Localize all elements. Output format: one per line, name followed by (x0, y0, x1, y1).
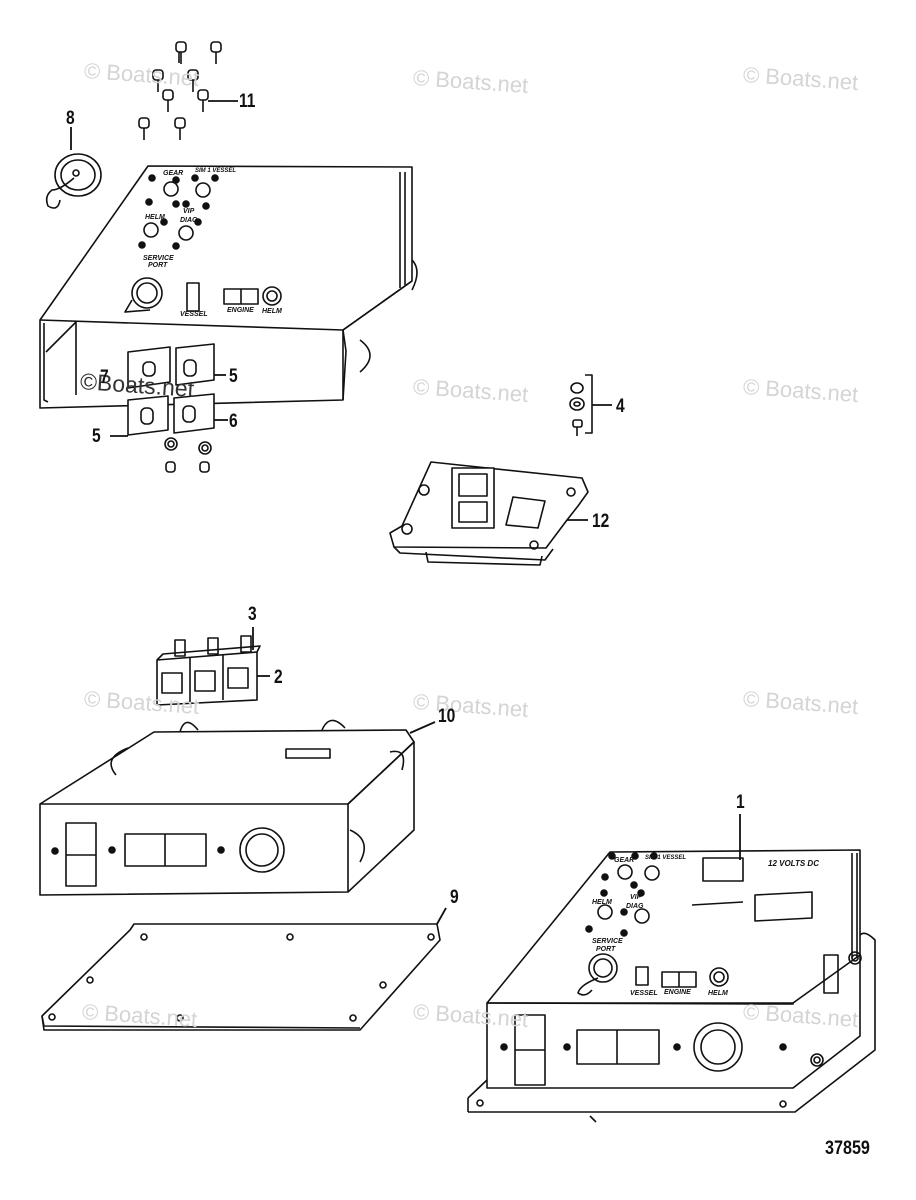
callout-5: 5 (92, 426, 101, 447)
port-label: PORT (148, 262, 168, 269)
engine-label: ENGINE (664, 989, 691, 996)
callout-12: 12 (592, 511, 610, 532)
circuit-plate (389, 461, 589, 566)
engine-label: ENGINE (227, 307, 254, 314)
callout-3: 3 (248, 604, 257, 625)
gear-label: GEAR (614, 857, 635, 864)
port-label: PORT (596, 946, 616, 953)
callout-1: 1 (736, 792, 745, 813)
mounting-hardware (569, 374, 612, 436)
screw (210, 41, 222, 64)
helm-connector-label: HELM (708, 990, 728, 997)
callout-9: 9 (450, 887, 459, 908)
callout-10: 10 (438, 706, 456, 727)
screw (187, 69, 199, 92)
callout-2: 2 (274, 667, 283, 688)
top-cover-housing (39, 165, 418, 409)
service-label: SERVICE (592, 938, 623, 945)
screw (174, 117, 186, 140)
vip-label: VIP (183, 208, 195, 215)
helm-led-label: HELM (145, 214, 165, 221)
helm-led-label: HELM (592, 899, 612, 906)
figure-number: 37859 (825, 1138, 870, 1159)
gear-label: GEAR (163, 170, 184, 177)
voltage-label: 12 VOLTS DC (768, 859, 819, 868)
ecm-module (39, 719, 436, 896)
vessel-label: VESSEL (180, 311, 208, 318)
sim-label: SIM 1 VESSEL (645, 855, 687, 861)
screw (138, 117, 150, 140)
relays-group (110, 343, 228, 473)
assembled-unit (467, 814, 876, 1123)
screw (152, 69, 164, 92)
screws-group (138, 41, 238, 140)
service-label: SERVICE (143, 255, 174, 262)
screw (162, 89, 174, 112)
callout-8: 8 (66, 108, 75, 129)
callout-7: 7 (100, 367, 109, 388)
callout-6: 6 (229, 411, 238, 432)
sim-label: SIM 1 VESSEL (195, 168, 237, 174)
vip-label: VIP (630, 894, 642, 901)
screw (175, 41, 187, 64)
diag-label: DIAG (626, 903, 644, 910)
callout-4: 4 (616, 396, 625, 417)
callout-5: 5 (229, 366, 238, 387)
diag-label: DIAG (180, 217, 198, 224)
vessel-label: VESSEL (630, 990, 658, 997)
port-cap (45, 127, 102, 209)
relay-block (156, 627, 270, 706)
base-plate (41, 907, 447, 1031)
callout-11: 11 (239, 91, 256, 112)
helm-connector-label: HELM (262, 308, 282, 315)
screw (197, 89, 209, 112)
